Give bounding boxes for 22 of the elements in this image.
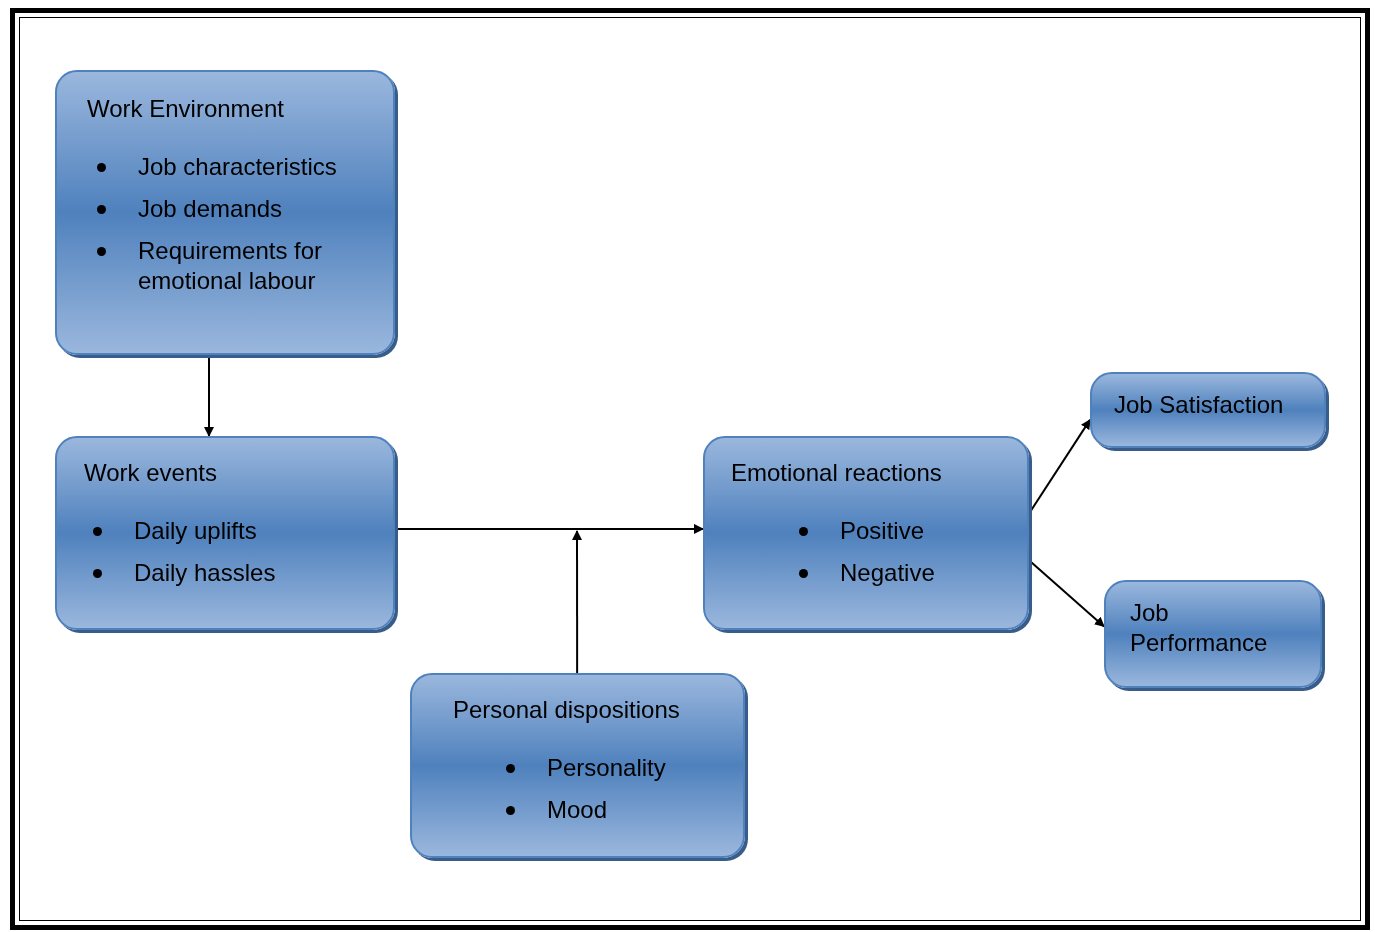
process-box [1104, 580, 1322, 688]
bullet-text: Negative [840, 558, 935, 588]
bullet-text: Requirements for emotional labour [138, 236, 324, 296]
box-heading: Job Performance [1130, 598, 1269, 658]
box-heading: Work Environment [87, 94, 285, 124]
box-heading: Work events [84, 458, 218, 488]
bullet-text: Daily hassles [134, 558, 276, 588]
bullet-text: Personality [547, 753, 666, 783]
box-heading: Personal dispositions [453, 695, 681, 725]
bullet-text: Daily uplifts [134, 516, 257, 546]
process-box [410, 673, 745, 858]
bullet-text: Job characteristics [138, 152, 337, 182]
process-box [55, 70, 395, 355]
bullet-text: Job demands [138, 194, 283, 224]
box-heading: Emotional reactions [731, 458, 943, 488]
process-box [1090, 372, 1326, 448]
bullet-text: Mood [547, 795, 608, 825]
box-heading: Job Satisfaction [1114, 390, 1285, 420]
bullet-text: Positive [840, 516, 925, 546]
process-box [55, 436, 395, 630]
arrow [572, 530, 582, 674]
process-box [703, 436, 1029, 630]
